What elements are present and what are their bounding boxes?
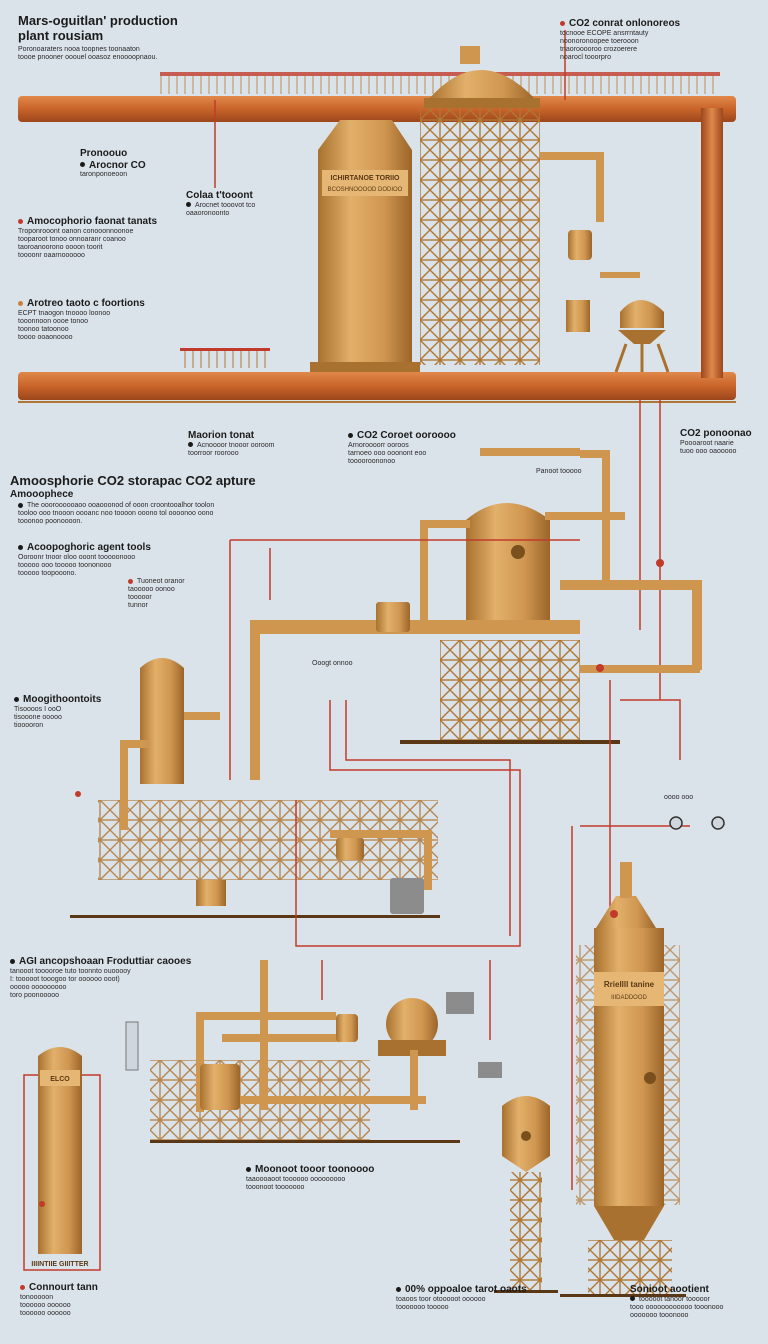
callout-d: Arotreo taoto c foortions ECPT tnaogon t… (18, 298, 145, 341)
callout-c: Amocophorio faonat tanats Troponrooont o… (18, 216, 158, 259)
top-callout-lines (214, 30, 661, 700)
callout-j: Tuoneot oranor taooooo oonoo tooooor tun… (128, 578, 185, 610)
callout-s: Sonioot aootient tooooot tanoor tooooor … (630, 1284, 724, 1319)
callout-p: Moonoot tooor toonoooo taaoooaoot tooooo… (246, 1164, 375, 1191)
small-dome-tank (614, 300, 670, 373)
elevated-tank (494, 1096, 558, 1293)
left-tall-tank (38, 1047, 82, 1254)
page-title: Mars-oguitlan' production plant rousiam (18, 13, 178, 44)
callout-r: 00% oppoaloe tarot oaots toaoos toor oto… (396, 1284, 527, 1311)
callout-m: Panoot tooooo (536, 468, 582, 475)
callout-h: The oooroooooaoo ooaooonod of ooon croon… (18, 502, 215, 526)
top-pipe-rack (18, 72, 736, 403)
callout-o: AGI ancopshoaan Froduttiar caooes tanooo… (10, 956, 192, 999)
callout-f: CO2 Coroet ooroooo Arnoroooorr ooroos ta… (348, 430, 456, 465)
callout-i: Acoopoghoric agent tools Ooroonr tnoor o… (18, 542, 151, 577)
callout-g: CO2 ponoonao Poooaroot naarie tuoo ooo o… (680, 428, 752, 455)
callout-n: oooo ooo (664, 794, 694, 801)
title-line-2: plant rousiam (18, 27, 104, 43)
callout-top-right: CO2 conrat onlonoreos tocnooe ECOPE ansr… (560, 18, 681, 61)
bottom-process-unit (125, 960, 502, 1143)
title-line-1: Mars-oguitlan' production (18, 13, 178, 28)
reactor-tower (420, 46, 640, 365)
callout-l: Ooogt onnoo (312, 660, 353, 667)
callout-q: Connourt tann tonooooon toooooo oooooo t… (20, 1282, 98, 1317)
section-heading: Amoosphorie CO2 storapac CO2 apture Amoo… (10, 473, 256, 500)
bottom-red-lines (23, 826, 573, 1271)
left-process-unit (70, 658, 440, 918)
middle-red-lines (229, 539, 690, 947)
middle-process-unit (250, 448, 702, 780)
tank-top-label-1: ICHIRTANOE TORIIO (331, 175, 401, 182)
top-left-note: Poronoaraters nooa toopnes toonaaton too… (18, 46, 158, 62)
tank-right-label-2: IIIDADDOOD (611, 995, 647, 1001)
instrument-gauges (669, 816, 725, 830)
bullet-dot (560, 20, 565, 26)
tank-left-label: ELCO (50, 1076, 70, 1083)
tank-right-label-1: Rriellll tanine (604, 980, 655, 989)
callout-e: Maorion tonat Acnoooor tnooor ooroom too… (188, 430, 275, 457)
tank-bottom-label: IIIINTIIE GIIITTER (31, 1261, 88, 1268)
callout-b: Colaa t'tooont Arocnet tooovot tco oaaor… (186, 190, 256, 217)
tank-top-label-2: BCOSHNOOOOD DODIOO (328, 187, 403, 193)
callout-k: Moogithoontoits Tisoooos I ooO tisooone … (14, 694, 102, 729)
main-storage-silo (310, 120, 420, 372)
right-large-silo (560, 862, 686, 1297)
callout-a: Pronoouo Arocnor CO taronponoeoon (80, 148, 146, 178)
